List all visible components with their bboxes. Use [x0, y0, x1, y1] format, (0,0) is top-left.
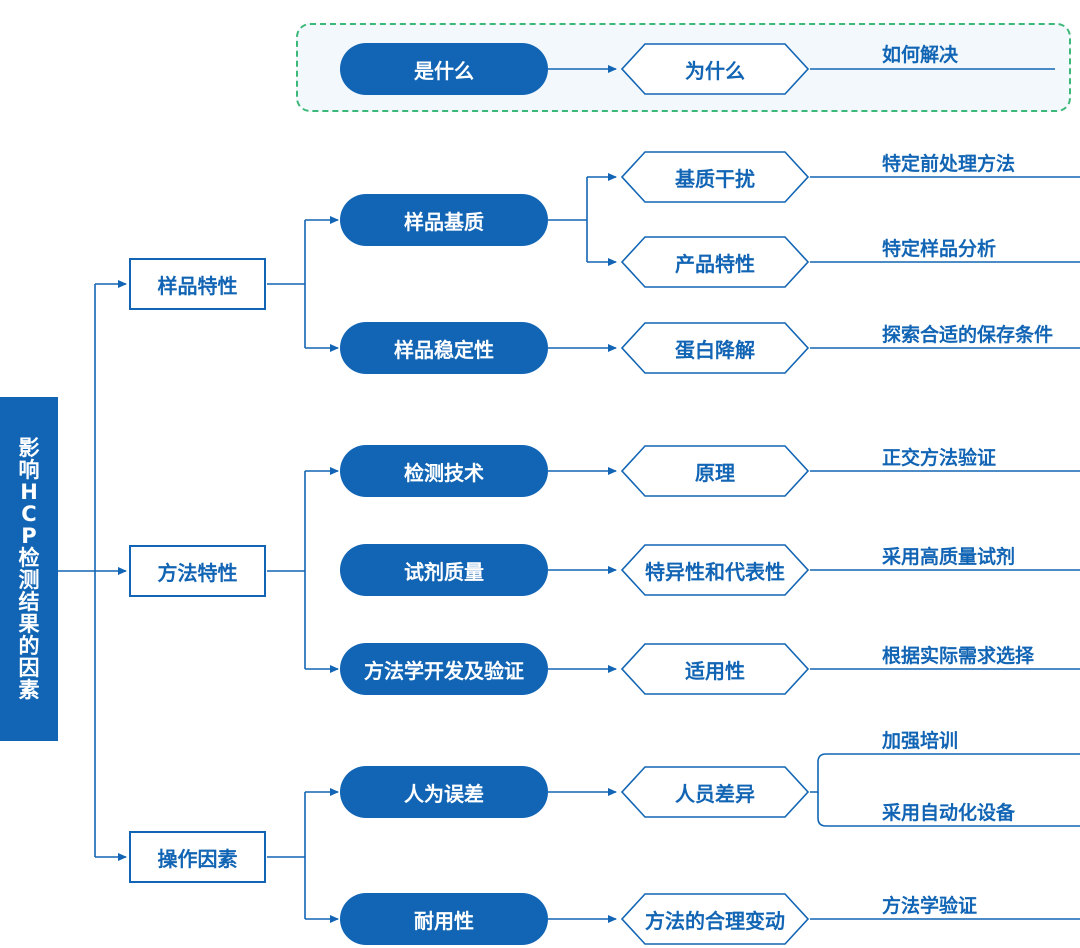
- operation-factors-node: 操作因素: [129, 831, 266, 883]
- solution-methodology-validation: 方法学验证: [882, 895, 978, 917]
- root-title-char: 的: [18, 634, 40, 658]
- hexagon-shape: [621, 43, 809, 95]
- method-variation-label: 方法的合理变动: [645, 908, 785, 933]
- solution-automation: 采用自动化设备: [882, 802, 1016, 824]
- root-title-char: 检: [18, 546, 40, 570]
- hexagon-shape: [621, 236, 809, 288]
- hexagon-shape: [621, 151, 809, 203]
- protein-degradation-label: 蛋白降解: [675, 337, 755, 362]
- solution-orthogonal-validation: 正交方法验证: [882, 447, 997, 469]
- legend-why-label: 为什么: [685, 58, 745, 83]
- product-characteristics-label: 产品特性: [675, 251, 755, 276]
- protein-degradation-node: 蛋白降解: [621, 322, 809, 374]
- solution-pretreatment: 特定前处理方法: [882, 153, 1016, 175]
- solution-high-quality-reagent: 采用高质量试剂: [882, 546, 1016, 568]
- hexagon-shape: [621, 322, 809, 374]
- principle-node: 原理: [621, 445, 809, 497]
- specificity-label: 特异性和代表性: [645, 559, 785, 584]
- product-characteristics-node: 产品特性: [621, 236, 809, 288]
- root-title-char: 响: [18, 458, 40, 482]
- hexagon-shape: [621, 893, 809, 945]
- root-title-char: 素: [18, 678, 40, 702]
- legend-what-label: 是什么: [414, 58, 474, 83]
- principle-label: 原理: [695, 460, 735, 485]
- solution-select-by-need: 根据实际需求选择: [882, 645, 1035, 667]
- root-title-char: P: [21, 524, 37, 548]
- solution-storage-conditions: 探索合适的保存条件: [882, 324, 1054, 346]
- solution-training: 加强培训: [882, 730, 959, 752]
- root-title-char: C: [21, 502, 37, 526]
- applicability-node: 适用性: [621, 643, 809, 695]
- root-title-char: 测: [18, 568, 40, 592]
- sample-characteristics-node: 样品特性: [129, 258, 266, 310]
- hexagon-shape: [621, 544, 809, 596]
- hexagon-shape: [621, 445, 809, 497]
- hexagon-shape: [621, 766, 809, 818]
- sample-stability-node: 样品稳定性: [340, 322, 548, 374]
- root-title-char: 影: [18, 436, 40, 460]
- robustness-node: 耐用性: [340, 893, 548, 945]
- specificity-node: 特异性和代表性: [621, 544, 809, 596]
- legend-what-node: 是什么: [340, 43, 548, 95]
- applicability-label: 适用性: [685, 658, 745, 683]
- human-error-node: 人为误差: [340, 766, 548, 818]
- personnel-difference-node: 人员差异: [621, 766, 809, 818]
- method-development-node: 方法学开发及验证: [340, 643, 548, 695]
- root-title-char: 结: [18, 590, 40, 614]
- legend-why-node: 为什么: [621, 43, 809, 95]
- hexagon-shape: [621, 643, 809, 695]
- root-title-char: H: [20, 480, 38, 504]
- method-characteristics-node: 方法特性: [129, 545, 266, 597]
- matrix-interference-node: 基质干扰: [621, 151, 809, 203]
- root-title-char: 果: [18, 612, 40, 636]
- detection-technique-node: 检测技术: [340, 445, 548, 497]
- legend-how-label: 如何解决: [882, 44, 959, 66]
- personnel-difference-label: 人员差异: [675, 781, 755, 806]
- matrix-interference-label: 基质干扰: [675, 166, 755, 191]
- root-title-char: 因: [18, 656, 40, 680]
- method-variation-node: 方法的合理变动: [621, 893, 809, 945]
- reagent-quality-node: 试剂质量: [340, 544, 548, 596]
- sample-matrix-node: 样品基质: [340, 194, 548, 246]
- solution-specific-analysis: 特定样品分析: [882, 238, 997, 260]
